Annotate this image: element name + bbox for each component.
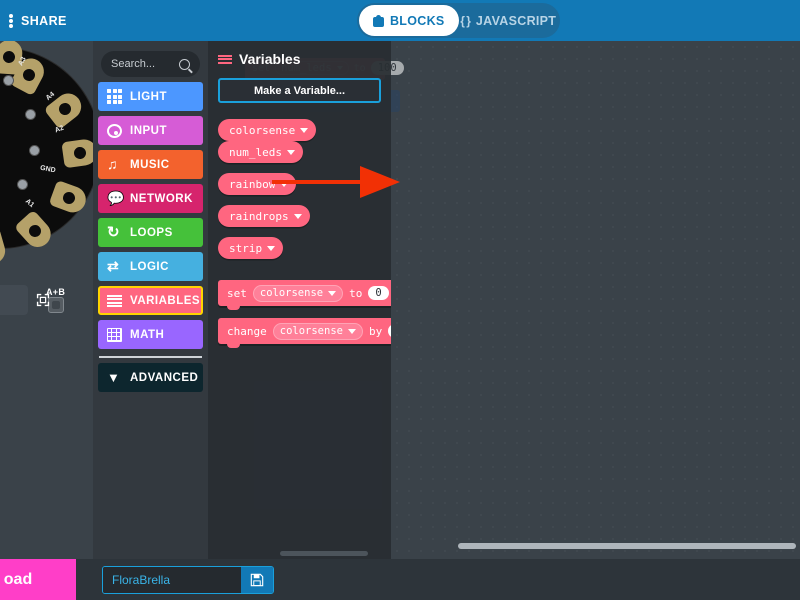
flyout-variable-num-leds[interactable]: num_leds bbox=[218, 141, 303, 163]
flyout-variable-label: rainbow bbox=[229, 177, 276, 191]
save-button[interactable] bbox=[241, 567, 273, 593]
tab-blocks[interactable]: BLOCKS bbox=[359, 5, 459, 36]
toolbox-category-input[interactable]: INPUT bbox=[98, 116, 203, 145]
toolbox-category-label: LIGHT bbox=[130, 90, 167, 103]
flyout-change-variable-dropdown[interactable]: colorsense bbox=[272, 322, 363, 340]
editor-mode-toggle[interactable]: BLOCKS { } JAVASCRIPT bbox=[357, 3, 560, 38]
toolbox-divider bbox=[99, 356, 202, 358]
variables-flyout: Variables Make a Variable... colorsense … bbox=[208, 41, 391, 559]
toolbox-category-label: VARIABLES bbox=[130, 294, 201, 307]
braces-icon: { } bbox=[460, 13, 471, 28]
toolbox-category-label: MUSIC bbox=[130, 158, 170, 171]
toolbox-category-label: LOGIC bbox=[130, 260, 169, 273]
flyout-set-connector: to bbox=[349, 286, 363, 300]
make-a-variable-button[interactable]: Make a Variable... bbox=[218, 78, 381, 103]
tab-javascript[interactable]: { } JAVASCRIPT bbox=[459, 5, 559, 36]
flyout-variable-label: strip bbox=[229, 241, 263, 255]
flyout-variable-strip[interactable]: strip bbox=[218, 237, 284, 259]
toolbox-category-math[interactable]: MATH bbox=[98, 320, 203, 349]
pad-a0[interactable] bbox=[13, 209, 57, 253]
flyout-variable-colorsense[interactable]: colorsense bbox=[218, 119, 317, 141]
flyout-change-variable-block[interactable]: change colorsense by 1 bbox=[218, 318, 391, 348]
flyout-change-connector: by bbox=[368, 324, 383, 338]
share-label: SHARE bbox=[21, 13, 67, 28]
lines-icon bbox=[107, 295, 122, 307]
workspace-canvas[interactable] bbox=[391, 41, 800, 559]
flyout-title-label: Variables bbox=[239, 51, 301, 67]
flyout-change-verb: change bbox=[227, 324, 267, 338]
flyout-variable-rainbow[interactable]: rainbow bbox=[218, 173, 297, 195]
pad-gnd[interactable] bbox=[61, 137, 95, 169]
make-a-variable-label: Make a Variable... bbox=[253, 84, 346, 97]
pad-out[interactable] bbox=[0, 227, 9, 267]
flyout-set-value[interactable]: 0 bbox=[368, 286, 389, 300]
download-label: oad bbox=[3, 570, 33, 588]
toolbox-category-variables[interactable]: VARIABLES bbox=[98, 286, 203, 315]
flyout-set-verb: set bbox=[227, 286, 247, 300]
flyout-variable-label: num_leds bbox=[229, 145, 282, 159]
toolbox-category-label: MATH bbox=[130, 328, 165, 341]
toolbox-category-music[interactable]: ♫ MUSIC bbox=[98, 150, 203, 179]
floppy-disk-icon bbox=[250, 573, 264, 587]
calculator-icon bbox=[107, 327, 122, 342]
loop-arrow-icon: ↻ bbox=[107, 224, 121, 241]
chat-icon: 💬 bbox=[107, 190, 125, 206]
flyout-change-variable-value: colorsense bbox=[279, 325, 343, 337]
flyout-set-variable-dropdown[interactable]: colorsense bbox=[252, 284, 344, 302]
toolbox-pane: Search... LIGHT INPUT ♫ MUSIC 💬 NETWORK … bbox=[93, 41, 208, 559]
flyout-scrollbar[interactable] bbox=[280, 551, 368, 556]
flyout-variable-label: raindrops bbox=[229, 209, 289, 223]
share-dots-icon bbox=[6, 13, 16, 28]
search-input[interactable]: Search... bbox=[101, 51, 200, 77]
ab-button-label: A+B bbox=[46, 287, 66, 297]
toolbox-category-network[interactable]: 💬 NETWORK bbox=[98, 184, 203, 213]
puzzle-piece-icon bbox=[372, 14, 384, 27]
project-name-group[interactable]: FloraBrella bbox=[102, 566, 274, 594]
download-button[interactable]: oad bbox=[0, 559, 76, 600]
flyout-set-variable-value: colorsense bbox=[259, 287, 324, 299]
workspace-hscroll-thumb[interactable] bbox=[458, 543, 796, 549]
toolbox-category-advanced[interactable]: ▼ ADVANCED bbox=[98, 363, 203, 392]
project-name-input[interactable]: FloraBrella bbox=[103, 567, 241, 593]
fullscreen-icon[interactable] bbox=[36, 293, 50, 307]
search-placeholder: Search... bbox=[111, 58, 156, 70]
annotation-arrow bbox=[272, 166, 400, 198]
headphones-icon: ♫ bbox=[107, 156, 118, 172]
flyout-set-variable-block[interactable]: set colorsense to 0 bbox=[218, 280, 391, 310]
ab-button[interactable] bbox=[48, 297, 64, 313]
simulator-pane: A3 A4 A2 GND A1 A0 OUT A+B bbox=[0, 41, 95, 559]
pad-a1[interactable] bbox=[48, 179, 90, 217]
shuffle-icon: ⇄ bbox=[107, 258, 120, 274]
toolbox-category-light[interactable]: LIGHT bbox=[98, 82, 203, 111]
toolbox-category-loops[interactable]: ↻ LOOPS bbox=[98, 218, 203, 247]
flyout-title: Variables bbox=[208, 41, 391, 67]
toolbox-category-logic[interactable]: ⇄ LOGIC bbox=[98, 252, 203, 281]
flyout-variable-label: colorsense bbox=[229, 123, 296, 137]
toolbox-category-label: NETWORK bbox=[130, 192, 193, 205]
workspace-grid bbox=[391, 41, 800, 559]
magnifier-icon bbox=[179, 58, 190, 70]
grid-icon bbox=[107, 89, 122, 104]
circuit-playground-board[interactable]: A3 A4 A2 GND A1 A0 OUT bbox=[0, 41, 95, 267]
simulator-toolbar bbox=[0, 285, 28, 315]
lines-icon bbox=[218, 54, 232, 64]
app-footer: oad FloraBrella bbox=[0, 559, 800, 600]
project-name-value: FloraBrella bbox=[112, 573, 171, 587]
toolbox-category-label: INPUT bbox=[130, 124, 167, 137]
tab-javascript-label: JAVASCRIPT bbox=[475, 13, 557, 28]
flyout-variable-raindrops[interactable]: raindrops bbox=[218, 205, 310, 227]
tab-blocks-label: BLOCKS bbox=[389, 13, 445, 28]
chevron-down-icon: ▼ bbox=[107, 370, 121, 385]
toolbox-category-label: LOOPS bbox=[130, 226, 173, 239]
share-button[interactable]: SHARE bbox=[0, 0, 79, 41]
target-icon bbox=[107, 123, 122, 138]
toolbox-category-label: ADVANCED bbox=[130, 371, 199, 384]
app-header: SHARE BLOCKS { } JAVASCRIPT bbox=[0, 0, 800, 41]
flyout-change-value[interactable]: 1 bbox=[388, 324, 391, 338]
